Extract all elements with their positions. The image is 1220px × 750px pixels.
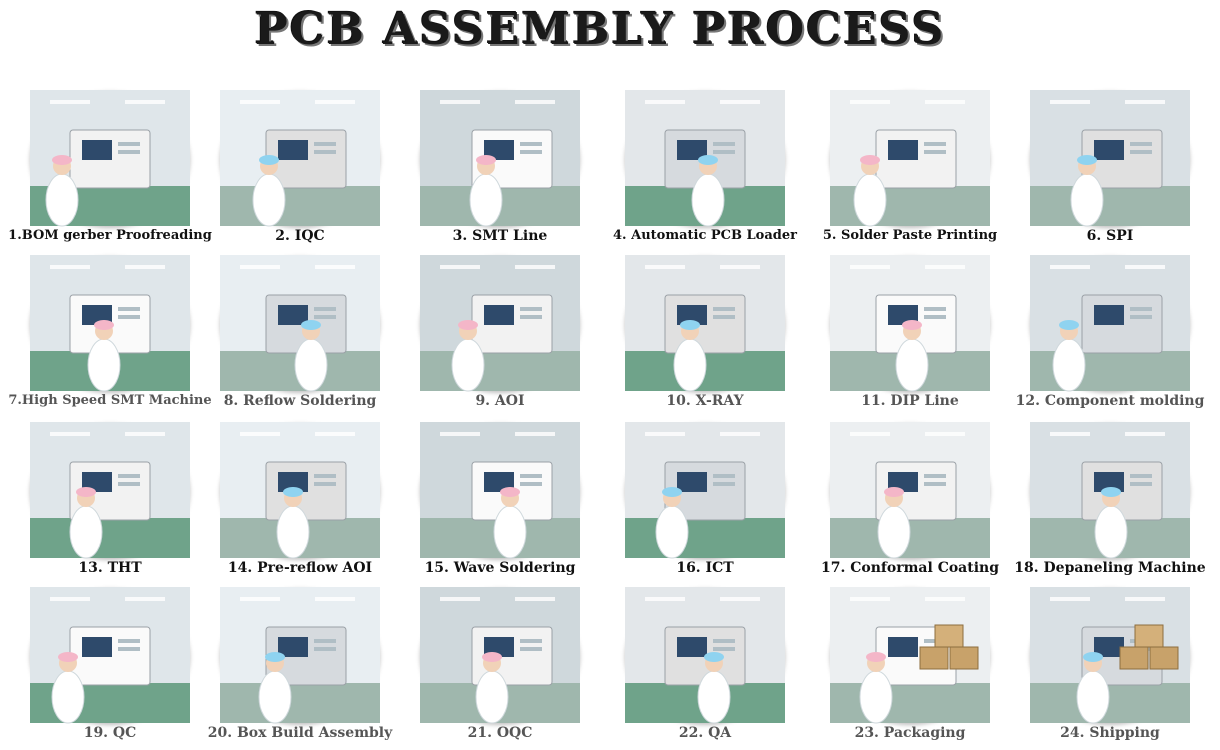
- step-label: 9. AOI: [475, 393, 525, 409]
- step-label: 1.BOM gerber Proofreading: [8, 228, 212, 243]
- dip-line-photo: [830, 255, 990, 392]
- step-label: 12. Component molding: [1015, 393, 1205, 409]
- step-label: 16. ICT: [676, 560, 734, 576]
- process-step: 14. Pre-reflow AOI: [200, 422, 400, 582]
- process-step: 1.BOM gerber Proofreading: [8, 90, 212, 250]
- process-step: 12. Component molding: [1010, 255, 1210, 415]
- step-label: 19. QC: [83, 725, 137, 741]
- process-step: 5. Solder Paste Printing: [810, 90, 1010, 250]
- step-label: 8. Reflow Soldering: [223, 393, 377, 409]
- aoi-photo: [420, 255, 580, 392]
- step-label: 14. Pre-reflow AOI: [227, 560, 373, 576]
- process-step: 3. SMT Line: [400, 90, 600, 250]
- process-step: 15. Wave Soldering: [400, 422, 600, 582]
- xray-photo: [625, 255, 785, 392]
- process-step: 23. Packaging: [810, 587, 1010, 747]
- step-label: 3. SMT Line: [452, 228, 548, 244]
- conformal-coating-photo: [830, 422, 990, 559]
- process-step: 4. Automatic PCB Loader: [605, 90, 805, 250]
- ict-photo: [625, 422, 785, 559]
- process-step: 11. DIP Line: [810, 255, 1010, 415]
- solder-paste-photo: [830, 90, 990, 227]
- bom-proofreading-photo: [30, 90, 190, 227]
- step-label: 13. THT: [78, 560, 142, 576]
- step-label: 20. Box Build Assembly: [207, 725, 393, 741]
- step-label: 6. SPI: [1086, 228, 1134, 244]
- process-step: 2. IQC: [200, 90, 400, 250]
- packaging-photo: [830, 587, 990, 724]
- step-label: 2. IQC: [275, 228, 325, 244]
- depaneling-photo: [1030, 422, 1190, 559]
- wave-soldering-photo: [420, 422, 580, 559]
- step-label: 23. Packaging: [854, 725, 966, 741]
- process-step: 19. QC: [10, 587, 210, 747]
- process-step: 6. SPI: [1010, 90, 1210, 250]
- step-label: 21. OQC: [467, 725, 533, 741]
- page-title: PCB ASSEMBLY PROCESS: [254, 4, 946, 55]
- component-molding-photo: [1030, 255, 1190, 392]
- process-step: 16. ICT: [605, 422, 805, 582]
- iqc-photo: [220, 90, 380, 227]
- process-step: 17. Conformal Coating: [810, 422, 1010, 582]
- reflow-soldering-photo: [220, 255, 380, 392]
- smt-machine-photo: [30, 255, 190, 392]
- process-step: 8. Reflow Soldering: [200, 255, 400, 415]
- qa-photo: [625, 587, 785, 724]
- step-label: 4. Automatic PCB Loader: [613, 228, 797, 243]
- step-label: 18. Depaneling Machine: [1014, 560, 1206, 576]
- process-step: 18. Depaneling Machine: [1010, 422, 1210, 582]
- smt-line-photo: [420, 90, 580, 227]
- qc-photo: [30, 587, 190, 724]
- step-label: 22. QA: [678, 725, 732, 741]
- step-label: 15. Wave Soldering: [424, 560, 576, 576]
- tht-photo: [30, 422, 190, 559]
- process-step: 9. AOI: [400, 255, 600, 415]
- process-step: 10. X-RAY: [605, 255, 805, 415]
- step-label: 5. Solder Paste Printing: [822, 228, 998, 243]
- pcb-loader-photo: [625, 90, 785, 227]
- oqc-photo: [420, 587, 580, 724]
- process-step: 24. Shipping: [1010, 587, 1210, 747]
- process-step: 20. Box Build Assembly: [200, 587, 400, 747]
- step-label: 24. Shipping: [1060, 725, 1160, 741]
- step-label: 11. DIP Line: [861, 393, 959, 409]
- process-step: 22. QA: [605, 587, 805, 747]
- spi-photo: [1030, 90, 1190, 227]
- process-step: 7.High Speed SMT Machine: [8, 255, 212, 415]
- pre-reflow-aoi-photo: [220, 422, 380, 559]
- box-build-photo: [220, 587, 380, 724]
- shipping-photo: [1030, 587, 1190, 724]
- step-label: 17. Conformal Coating: [820, 560, 999, 576]
- step-label: 7.High Speed SMT Machine: [8, 393, 212, 408]
- process-step: 13. THT: [10, 422, 210, 582]
- process-step: 21. OQC: [400, 587, 600, 747]
- step-label: 10. X-RAY: [666, 393, 744, 409]
